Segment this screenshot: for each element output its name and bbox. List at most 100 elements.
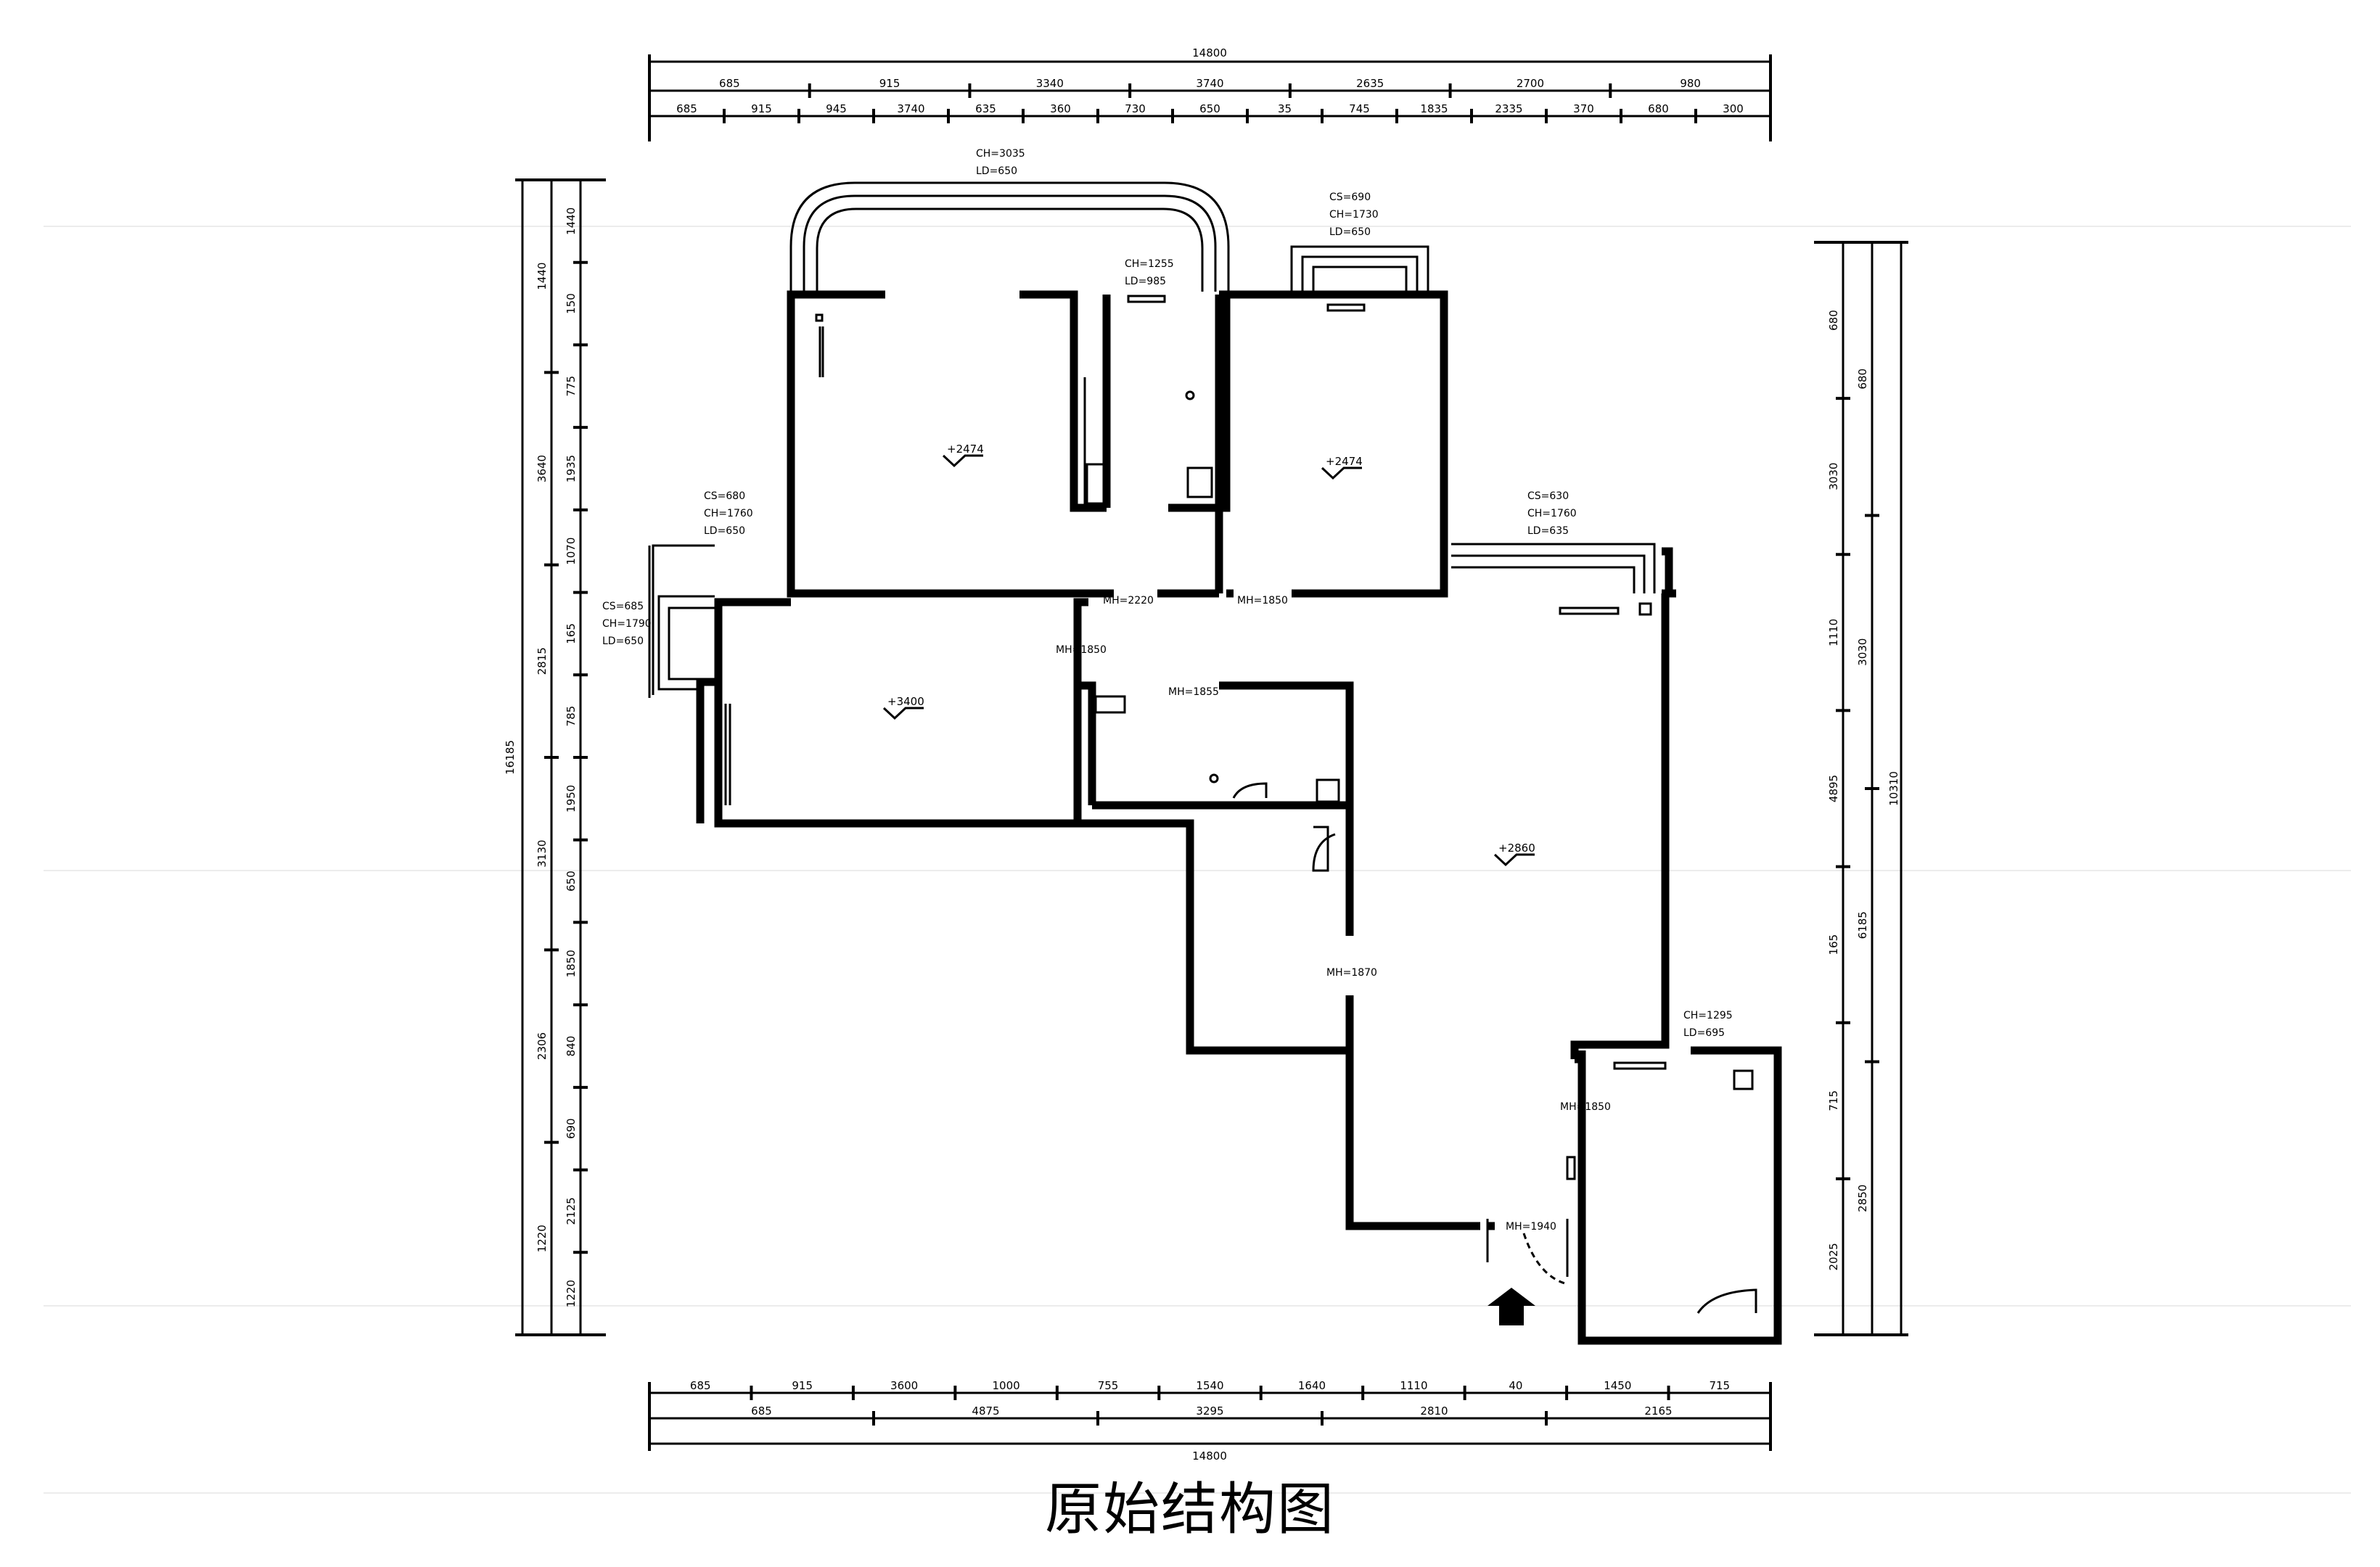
dim-bottom-total: 14800 xyxy=(1192,1449,1227,1463)
window-label-left-2: CS=685 CH=1790 LD=650 xyxy=(602,601,652,647)
fixtures xyxy=(724,295,1757,1314)
dim-bottom-row1-6: 1640 xyxy=(1298,1379,1326,1392)
dim-right-inner-6: 2025 xyxy=(1827,1243,1840,1270)
dim-right-inner-4: 165 xyxy=(1827,934,1840,955)
svg-text:CH=1295: CH=1295 xyxy=(1683,1010,1733,1021)
dim-bottom-row1-10: 715 xyxy=(1709,1379,1730,1392)
dim-left-outer-1: 3640 xyxy=(536,455,549,482)
window-label-top-mid: CH=1255 LD=985 xyxy=(1125,258,1174,287)
svg-text:+2860: +2860 xyxy=(1498,842,1535,855)
dim-left-inner-11: 690 xyxy=(565,1118,578,1139)
dim-bottom-row2-2: 3295 xyxy=(1196,1404,1223,1418)
dim-left-inner-2: 775 xyxy=(565,376,578,397)
dim-top-row2-12: 370 xyxy=(1573,102,1594,115)
dim-top-row2-2: 945 xyxy=(826,102,847,115)
dim-left-total: 16185 xyxy=(504,740,517,775)
dim-right-inner-1: 3030 xyxy=(1827,463,1840,490)
dim-left-outer-5: 1220 xyxy=(536,1225,549,1252)
svg-text:CS=690: CS=690 xyxy=(1329,192,1371,203)
door-label-2: MH=1850 xyxy=(1237,595,1288,606)
dim-left-inner-6: 785 xyxy=(565,706,578,727)
dim-bottom-row1-5: 1540 xyxy=(1196,1379,1223,1392)
dim-bottom-row2-1: 4875 xyxy=(972,1404,999,1418)
dim-left-outer-3: 3130 xyxy=(536,840,549,868)
dim-top-row2-4: 635 xyxy=(975,102,996,115)
entry-arrow-icon xyxy=(1488,1288,1535,1325)
dim-bottom-row1-0: 685 xyxy=(690,1379,711,1392)
svg-text:+3400: +3400 xyxy=(887,695,924,708)
dim-top-total: 14800 xyxy=(1192,46,1227,59)
dim-top-row1-6: 980 xyxy=(1680,77,1701,90)
svg-text:CS=680: CS=680 xyxy=(704,490,745,502)
dim-right-total: 10310 xyxy=(1887,771,1900,806)
svg-text:LD=635: LD=635 xyxy=(1527,525,1569,537)
dim-top-row1-0: 685 xyxy=(719,77,740,90)
dim-left-inner-5: 165 xyxy=(565,623,578,644)
window-label-entry: CH=1295 LD=695 xyxy=(1683,1010,1733,1039)
door-label-6: MH=1850 xyxy=(1560,1101,1611,1113)
svg-text:LD=985: LD=985 xyxy=(1125,276,1166,287)
door-label-3: MH=1850 xyxy=(1056,644,1107,656)
svg-text:+2474: +2474 xyxy=(947,443,984,456)
walls xyxy=(648,181,1782,1345)
dim-right-mid-0: 680 xyxy=(1856,369,1869,390)
dim-top-row1-1: 915 xyxy=(879,77,900,90)
window-label-bay-top: CH=3035 LD=650 xyxy=(976,148,1025,177)
door-label-1: MH=2220 xyxy=(1103,595,1154,606)
dim-left-inner: 1440150775193510701657851950650185084069… xyxy=(565,207,578,1307)
window-label-balcony-top: CS=690 CH=1730 LD=650 xyxy=(1329,192,1379,238)
window-label-left: CS=680 CH=1760 LD=650 xyxy=(704,490,753,537)
dim-bottom-row1-1: 915 xyxy=(792,1379,813,1392)
svg-text:CS=685: CS=685 xyxy=(602,601,644,612)
door-label-4: MH=1855 xyxy=(1168,686,1219,698)
dim-bottom-row1-9: 1450 xyxy=(1604,1379,1631,1392)
dim-right-inner-0: 680 xyxy=(1827,310,1840,331)
dim-right-inner-5: 715 xyxy=(1827,1090,1840,1111)
dim-left-inner-9: 1850 xyxy=(565,950,578,977)
dim-bottom-row1-7: 1110 xyxy=(1400,1379,1427,1392)
door-label-entry: MH=1940 xyxy=(1506,1221,1556,1233)
dim-top-row2-8: 35 xyxy=(1278,102,1292,115)
dim-top-row2-5: 360 xyxy=(1050,102,1071,115)
dim-top-row1-2: 3340 xyxy=(1036,77,1064,90)
dim-top-row1-5: 2700 xyxy=(1517,77,1544,90)
svg-text:LD=650: LD=650 xyxy=(976,165,1017,177)
dim-top-row1-4: 2635 xyxy=(1356,77,1384,90)
dim-left-inner-10: 840 xyxy=(565,1036,578,1057)
drawing-caption: 原始结构图 xyxy=(1044,1477,1335,1542)
dim-left-inner-0: 1440 xyxy=(565,207,578,235)
dim-left-inner-13: 1220 xyxy=(565,1280,578,1307)
svg-text:CH=1790: CH=1790 xyxy=(602,618,652,630)
svg-text:CH=1760: CH=1760 xyxy=(704,508,753,519)
dim-top-row2-13: 680 xyxy=(1648,102,1669,115)
dim-left-inner-4: 1070 xyxy=(565,538,578,565)
dim-top-row2-7: 650 xyxy=(1199,102,1220,115)
dim-left-inner-1: 150 xyxy=(565,293,578,314)
window-label-right-balcony: CS=630 CH=1760 LD=635 xyxy=(1527,490,1577,537)
dim-right-mid-1: 3030 xyxy=(1856,638,1869,666)
dim-top-row2-10: 1835 xyxy=(1420,102,1448,115)
level-mark-bedroom-ne: +2474 xyxy=(1321,455,1363,480)
dim-bottom-row2-4: 2165 xyxy=(1644,1404,1672,1418)
dim-bottom-row1-4: 755 xyxy=(1098,1379,1119,1392)
svg-text:CH=1255: CH=1255 xyxy=(1125,258,1174,270)
dim-right-inner-2: 1110 xyxy=(1827,619,1840,646)
dim-bottom-row2-3: 2810 xyxy=(1420,1404,1448,1418)
dim-right-mid-3: 2850 xyxy=(1856,1185,1869,1212)
dim-bottom-row1-2: 3600 xyxy=(890,1379,918,1392)
level-mark-living: +2860 xyxy=(1493,842,1535,867)
dim-top-row2-9: 745 xyxy=(1349,102,1370,115)
svg-text:CH=3035: CH=3035 xyxy=(976,148,1025,160)
dim-top-row2-14: 300 xyxy=(1723,102,1744,115)
svg-text:CS=630: CS=630 xyxy=(1527,490,1569,502)
dim-bottom-row1-8: 40 xyxy=(1509,1379,1522,1392)
svg-text:CH=1730: CH=1730 xyxy=(1329,209,1379,221)
dim-top-row2-6: 730 xyxy=(1125,102,1146,115)
dim-top-row2-3: 3740 xyxy=(897,102,924,115)
